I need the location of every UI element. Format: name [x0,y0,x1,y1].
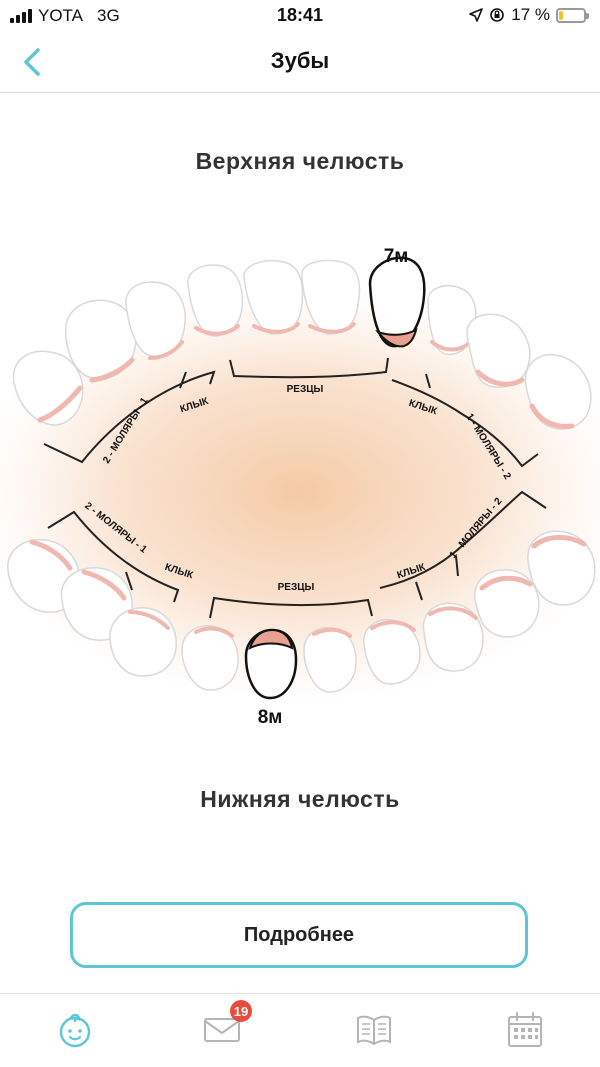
upper-tooth-highlighted-root [375,328,418,348]
lower-tooth-molar-right-2 [527,530,596,606]
orientation-lock-icon [490,8,505,22]
teeth-diagram: РЕЗЦЫ КЛЫК КЛЫК 2 - МОЛЯРЫ - 1 1 - МОЛЯР… [0,246,600,728]
lower-teeth [7,530,596,700]
upper-tooth-incisor-1-left [243,260,304,335]
tab-baby[interactable] [53,1008,97,1052]
lower-tooth-canine-right [422,602,484,672]
network-type: 3G [97,6,120,25]
lower-label-incisors: РЕЗЦЫ [278,582,315,593]
upper-tooth-incisor-2-left [187,264,244,337]
nav-bar: Зубы [0,32,600,93]
upper-tooth-canine-right [466,313,531,388]
gum-area [0,282,600,702]
lower-tooth-incisor-2-right [363,619,421,685]
signal-icon [10,9,32,23]
lower-tooth-incisor-1-right [303,626,357,693]
lower-tooth-age-label: 8м [258,707,283,728]
tab-calendar[interactable] [503,1008,547,1052]
tab-messages[interactable]: 19 [200,1000,252,1052]
details-button[interactable]: Подробнее [70,902,528,968]
carrier-name: YOTA [38,6,84,25]
calendar-icon [508,1012,542,1047]
lower-tooth-highlighted-root [248,628,294,650]
messages-badge: 19 [230,1000,252,1022]
upper-tooth-molar-left-1 [65,299,137,380]
upper-label-incisors: РЕЗЦЫ [287,384,324,395]
book-icon [357,1015,391,1046]
status-left: YOTA 3G [10,6,120,26]
page-title: Зубы [270,48,330,73]
status-time: 18:41 [276,5,324,25]
battery-fill [559,10,563,20]
status-bar: YOTA 3G 18:41 17 % [0,0,600,32]
battery-icon [556,7,589,23]
upper-tooth-incisor-1-right [301,259,361,335]
tab-library[interactable] [352,1008,396,1052]
tab-bar: 19 [0,993,600,1067]
upper-tooth-age-label: 7м [384,246,409,267]
mail-icon [204,1018,240,1042]
lower-tooth-molar-right-1 [474,569,540,638]
location-icon [469,8,484,22]
lower-jaw-title: Нижняя челюсть [200,786,400,812]
chevron-left-icon [24,48,40,76]
upper-teeth [12,256,592,430]
lower-brackets [47,490,547,619]
status-right: 17 % [469,5,589,25]
upper-brackets [43,357,539,468]
upper-jaw-title: Верхняя челюсть [195,148,405,174]
back-button[interactable] [12,42,52,82]
lower-tooth-canine-left [109,607,177,677]
baby-face-icon [59,1013,91,1048]
lower-tooth-incisor-2-left [181,625,239,691]
battery-percent: 17 % [511,5,550,24]
upper-tooth-canine-left [125,281,186,358]
upper-tooth-molar-right-1 [524,353,592,430]
